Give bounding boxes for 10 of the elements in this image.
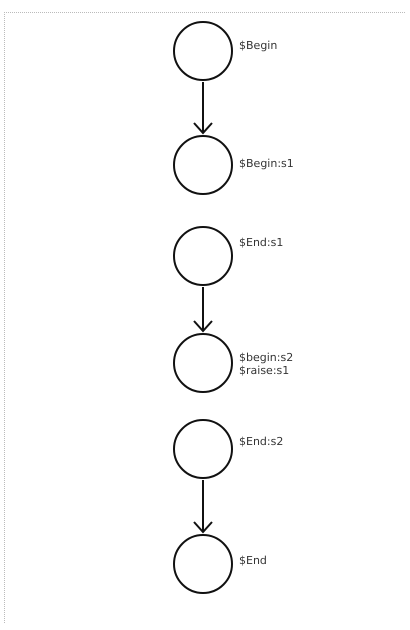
state-label: $End (239, 554, 267, 567)
state-label: $Begin:s1 (239, 157, 294, 170)
arrow (193, 287, 213, 332)
state-label: $begin:s2 (239, 351, 294, 364)
state-label: $End:s1 (239, 236, 284, 249)
state-label: $raise:s1 (239, 364, 290, 377)
arrow (193, 82, 213, 134)
state-label: $Begin (239, 39, 278, 52)
arrow (193, 480, 213, 533)
state-label: $End:s2 (239, 435, 284, 448)
